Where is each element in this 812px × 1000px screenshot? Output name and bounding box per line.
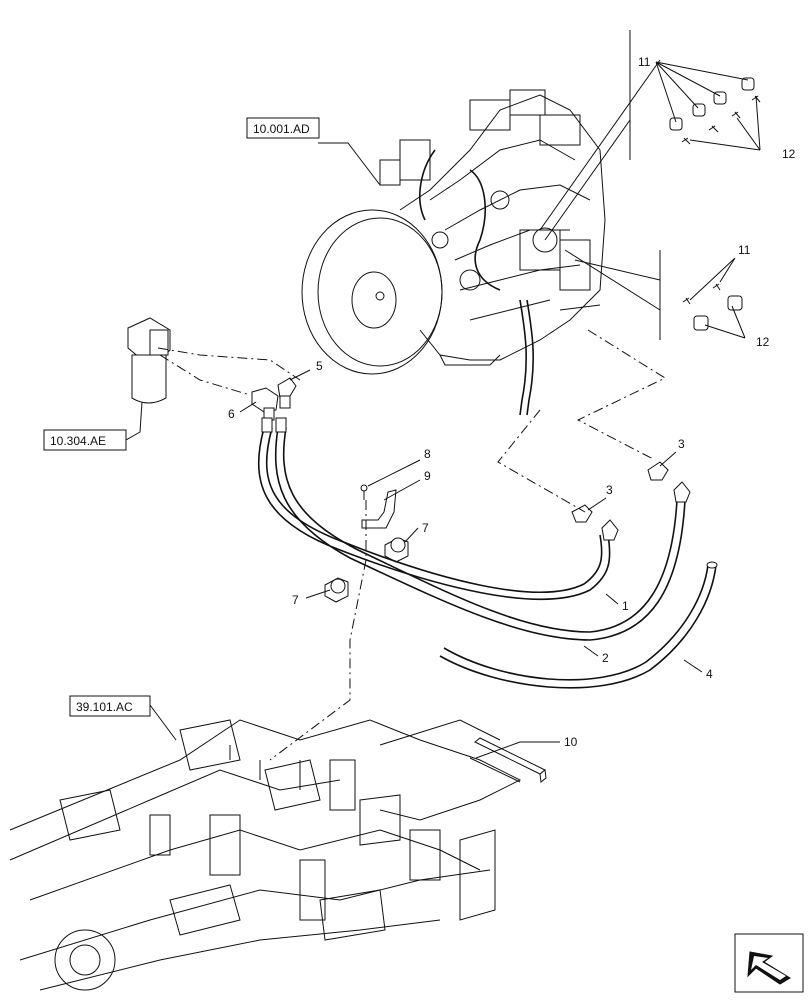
ref-engine-label: 10.001.AD (253, 122, 310, 136)
fitting-6 (251, 387, 279, 421)
bushing-7-lower (324, 577, 349, 603)
callout-7a: 7 (422, 521, 429, 535)
callout-4: 4 (706, 667, 713, 681)
kit-11-12-upper (669, 77, 761, 145)
ref-filter-label: 10.304.AE (50, 434, 106, 448)
callout-9: 9 (424, 469, 431, 483)
ref-frame-label: 39.101.AC (76, 700, 133, 714)
hose-1 (257, 417, 619, 600)
callout-5: 5 (316, 359, 323, 373)
fitting-3-right (647, 461, 669, 481)
ref-frame[interactable]: 39.101.AC (69, 695, 151, 717)
callout-3b: 3 (678, 437, 685, 451)
clip-8 (360, 484, 368, 500)
callout-11a: 11 (638, 55, 651, 69)
callout-1: 1 (622, 599, 629, 613)
fitting-5 (277, 377, 297, 409)
callout-12b: 12 (756, 335, 770, 349)
callout-12a: 12 (782, 147, 796, 161)
bracket-9 (361, 489, 397, 529)
hose-4 (439, 561, 718, 689)
callout-8: 8 (424, 447, 431, 461)
hose-2 (274, 417, 691, 641)
arrow-icon[interactable] (734, 933, 804, 993)
callout-6: 6 (228, 407, 235, 421)
bushing-7-upper (384, 537, 409, 563)
fitting-3-left (571, 504, 593, 523)
ref-engine[interactable]: 10.001.AD (246, 117, 320, 139)
fuel-filter (127, 317, 171, 404)
callout-7b: 7 (292, 593, 299, 607)
callout-2: 2 (602, 651, 609, 665)
strip-10 (469, 737, 547, 783)
callout-11b: 11 (738, 243, 751, 257)
callout-3a: 3 (606, 483, 613, 497)
callout-10: 10 (564, 735, 578, 749)
engine-assembly (301, 89, 606, 416)
kit-11-12-lower (682, 283, 743, 331)
undercarriage-frame (9, 719, 522, 991)
ref-filter[interactable]: 10.304.AE (43, 429, 127, 451)
